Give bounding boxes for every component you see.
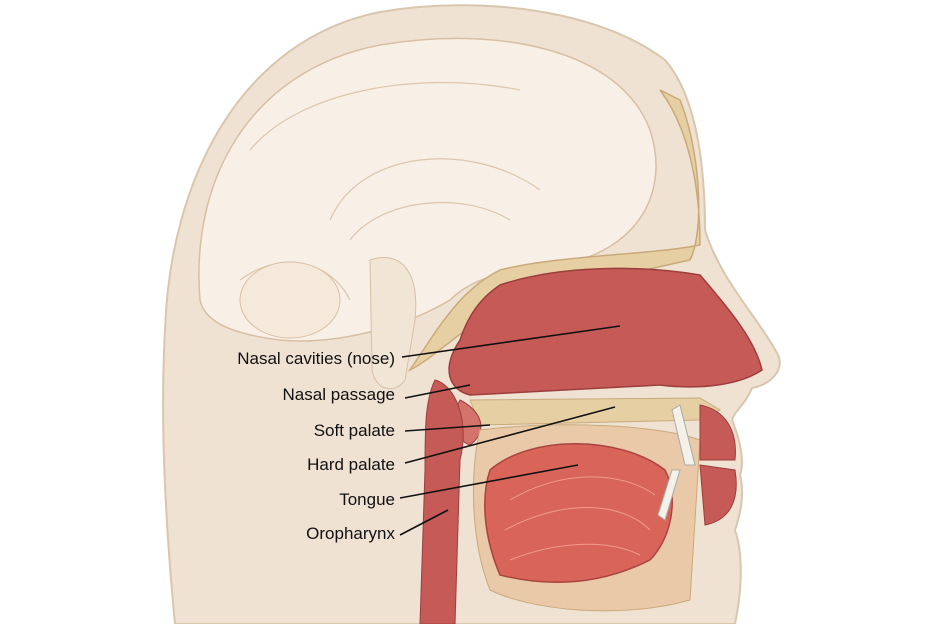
leader-soft-palate — [404, 424, 491, 432]
leader-nasal-cavities — [401, 325, 621, 358]
lower-lip — [699, 464, 737, 526]
label-oropharynx: Oropharynx — [306, 524, 395, 543]
leader-lines — [399, 325, 621, 536]
leader-oropharynx — [399, 509, 449, 536]
upper-tooth — [671, 404, 696, 466]
leader-nasal-passage — [404, 384, 471, 399]
leader-tongue — [399, 464, 579, 499]
label-nasal-passage: Nasal passage — [282, 385, 395, 404]
label-soft-palate: Soft palate — [313, 421, 395, 440]
label-tongue: Tongue — [339, 490, 395, 509]
label-hard-palate: Hard palate — [307, 455, 395, 474]
nasal-cavity — [448, 267, 763, 396]
lower-tooth — [657, 469, 681, 521]
tongue-shape — [484, 443, 673, 583]
pharynx — [419, 379, 464, 624]
upper-lip — [699, 404, 736, 461]
label-nasal-cavities: Nasal cavities (nose) — [237, 349, 395, 368]
leader-hard-palate — [404, 406, 616, 464]
